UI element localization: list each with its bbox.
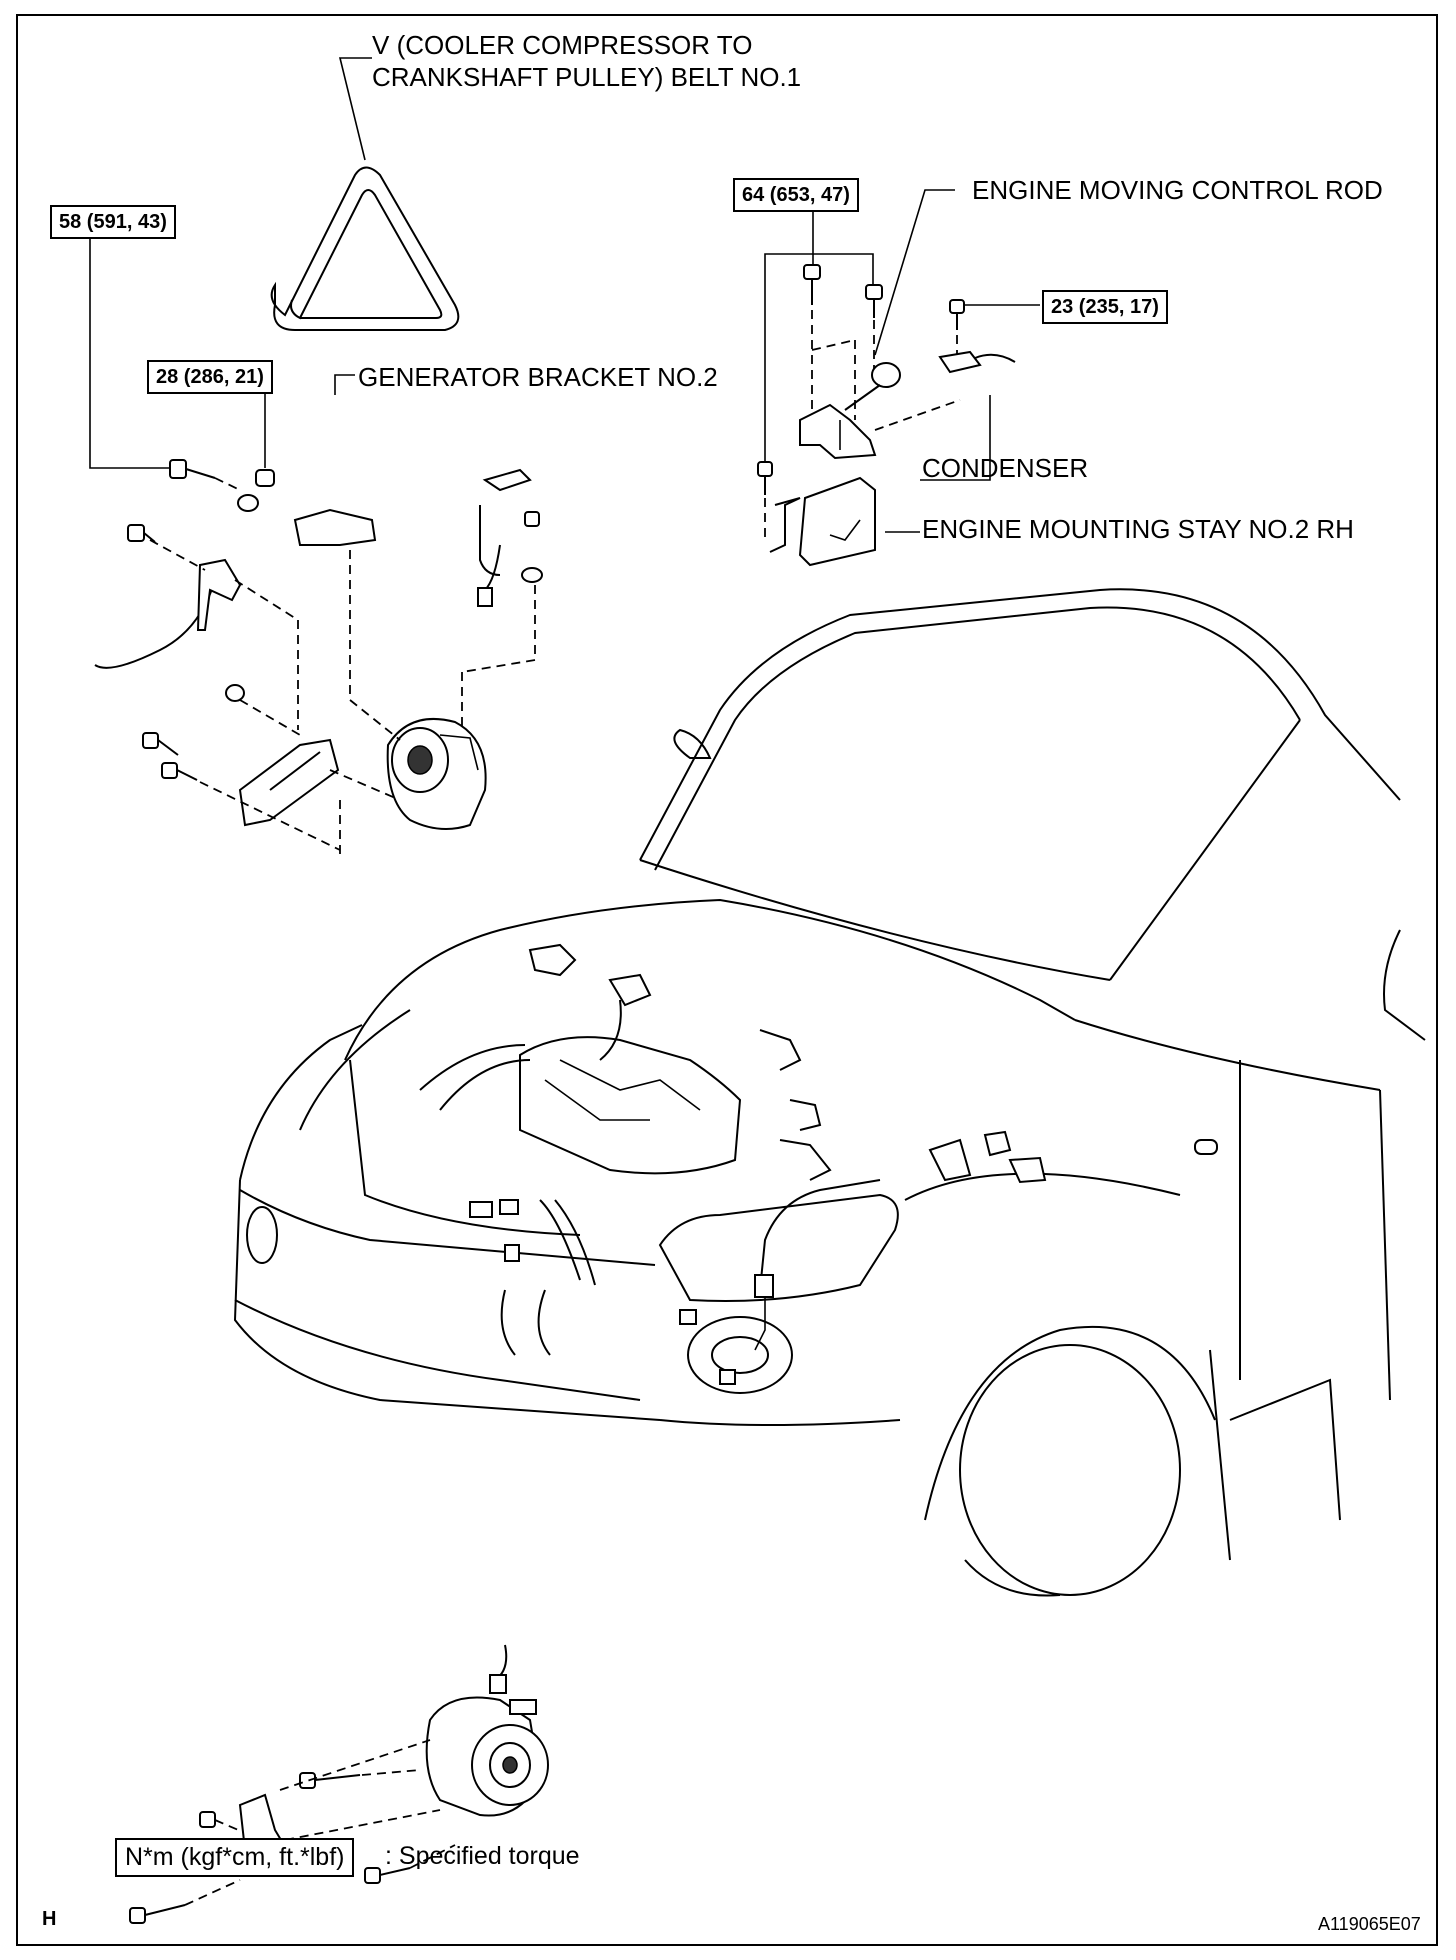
v-belt <box>270 166 460 331</box>
engine-mount-group <box>757 264 1016 567</box>
mounting-stay-label: ENGINE MOUNTING STAY NO.2 RH <box>922 514 1354 544</box>
belt-label-line2: CRANKSHAFT PULLEY) BELT NO.1 <box>372 62 802 92</box>
page-section-letter: H <box>42 1908 57 1930</box>
torque-box-58: 58 (591, 43) <box>50 205 176 239</box>
vehicle-body <box>233 588 1426 1597</box>
control-rod-label: ENGINE MOVING CONTROL ROD <box>972 175 1383 205</box>
compressor-group <box>129 1644 549 1924</box>
belt-label-line1: V (COOLER COMPRESSOR TO <box>372 30 753 60</box>
torque-box-28: 28 (286, 21) <box>147 360 273 394</box>
illustration-code: A119065E07 <box>1318 1914 1421 1934</box>
diagram-frame <box>16 14 1438 1946</box>
torque-legend-description: : Specified torque <box>385 1842 580 1870</box>
torque-box-64: 64 (653, 47) <box>733 178 859 212</box>
generator-group <box>94 459 543 855</box>
torque-box-23: 23 (235, 17) <box>1042 290 1168 324</box>
generator-bracket-label: GENERATOR BRACKET NO.2 <box>358 362 718 392</box>
torque-unit-legend: N*m (kgf*cm, ft.*lbf) <box>115 1838 355 1877</box>
condenser-label: CONDENSER <box>922 453 1089 483</box>
